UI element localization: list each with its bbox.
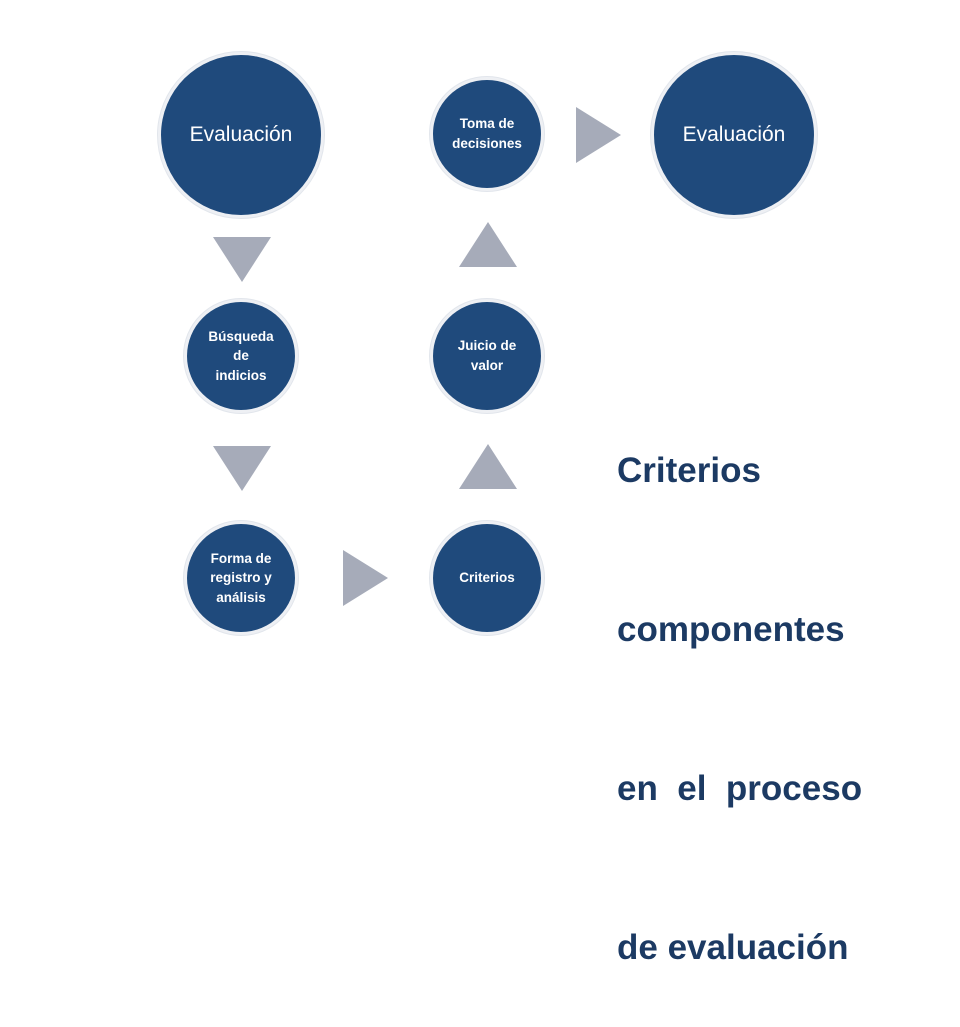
arrow-down-icon bbox=[213, 446, 271, 491]
node-label: Forma de registro y análisis bbox=[210, 550, 272, 605]
node-criterios: Criterios bbox=[433, 524, 541, 632]
diagram-title: Criterios componentes en el proceso de e… bbox=[617, 338, 917, 1027]
title-line: de evaluación bbox=[617, 928, 849, 967]
arrow-down-icon bbox=[213, 237, 271, 282]
node-evaluacion-start: Evaluación bbox=[161, 55, 321, 215]
node-juicio-de-valor: Juicio de valor bbox=[433, 302, 541, 410]
title-line: Criterios bbox=[617, 451, 761, 490]
arrow-up-icon bbox=[459, 444, 517, 489]
arrow-right-icon bbox=[576, 107, 621, 163]
node-forma-de-registro: Forma de registro y análisis bbox=[187, 524, 295, 632]
title-line: componentes bbox=[617, 610, 845, 649]
node-toma-de-decisiones: Toma de decisiones bbox=[433, 80, 541, 188]
node-evaluacion-end: Evaluación bbox=[654, 55, 814, 215]
node-label: Toma de decisiones bbox=[452, 116, 522, 151]
node-label: Búsqueda de indicios bbox=[208, 328, 274, 383]
arrow-up-icon bbox=[459, 222, 517, 267]
node-label: Juicio de valor bbox=[457, 338, 517, 373]
node-label: Evaluación bbox=[682, 123, 786, 146]
node-label: Criterios bbox=[459, 570, 515, 586]
node-busqueda-de-indicios: Búsqueda de indicios bbox=[187, 302, 295, 410]
title-line: en el proceso bbox=[617, 769, 863, 808]
node-label: Evaluación bbox=[189, 123, 293, 146]
arrow-right-icon bbox=[343, 550, 388, 606]
